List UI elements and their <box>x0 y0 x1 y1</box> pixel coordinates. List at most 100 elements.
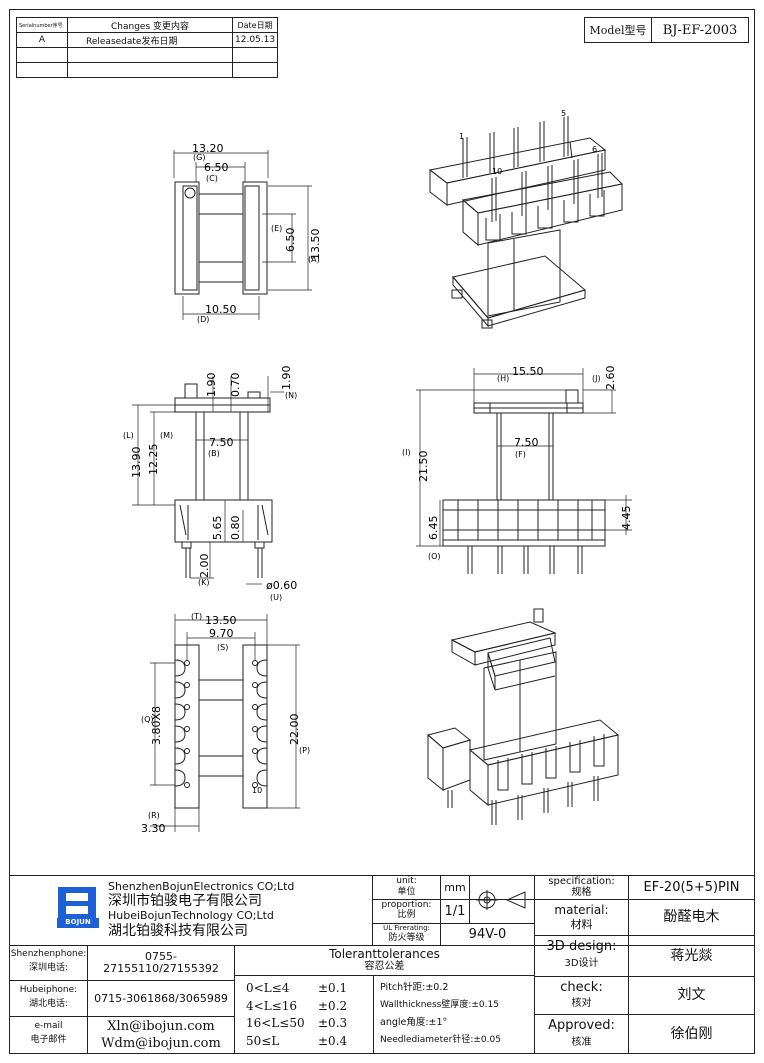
sz-phone-value: 0755-27155110/27155392 <box>103 950 219 975</box>
tol-wall: Wallthickness壁厚度:±0.15 <box>380 1000 499 1011</box>
side-dim-6: 7.50 <box>209 436 234 449</box>
iso-pin-1: 1 <box>459 132 464 141</box>
proportion-label: proportion: <box>381 900 432 911</box>
iso-pin-5: 5 <box>561 109 566 118</box>
check-label: check: <box>560 980 603 996</box>
rev-row-date <box>231 62 279 78</box>
bottom-letter-q: (Q) <box>141 715 154 724</box>
material-label: material: <box>554 902 609 917</box>
hb-phone-label-cn: 湖北电话: <box>28 999 69 1010</box>
sz-phone-label: Shenzhenphone: <box>10 949 87 960</box>
material-label-cn: 材料 <box>570 918 593 932</box>
tolerance-title: Toleranttolerances <box>329 946 440 961</box>
front-dim-6: 4.45 <box>620 506 633 531</box>
spec-value: EF-20(5+5)PIN <box>643 879 740 895</box>
side-dim-3: 1.90 <box>280 366 293 391</box>
front-letter-i: (I) <box>402 448 411 457</box>
email-label-cn: 电子邮件 <box>30 1035 67 1046</box>
side-letter-m: (M) <box>160 431 173 440</box>
top-dim-width-inner: 6.50 <box>204 161 229 174</box>
bottom-letter-t: (T) <box>191 612 202 621</box>
side-dim-7: 5.65 <box>211 516 224 541</box>
front-letter-o: (O) <box>428 552 441 561</box>
side-dim-9: 2.00 <box>198 554 211 579</box>
bottom-dim-2: 9.70 <box>209 627 234 640</box>
front-dim-2: 2.60 <box>604 366 617 391</box>
side-letter-l: (L) <box>123 431 134 440</box>
hb-phone-label: Hubeiphone: <box>19 985 78 996</box>
top-dim-base: 10.50 <box>205 303 237 316</box>
tol-pitch: Pitch针距:±0.2 <box>380 982 449 994</box>
isometric-view-top <box>428 116 624 329</box>
top-letter-g: (G) <box>193 153 205 162</box>
bottom-pin-10: 10 <box>252 786 262 795</box>
email-2[interactable]: Wdm@ibojun.com <box>101 1035 221 1051</box>
tol-value-4: ±0.4 <box>318 1033 348 1048</box>
approved-label: Approved: <box>548 1018 615 1034</box>
front-letter-j: (J) <box>592 374 601 383</box>
bottom-dim-5: 3.30 <box>141 822 166 835</box>
isometric-view-bottom <box>426 608 620 825</box>
model-label: Model型号 <box>585 18 652 42</box>
spec-label-cn: 规格 <box>571 886 592 898</box>
unit-label-cn: 单位 <box>397 887 416 898</box>
email-label: e-mail <box>34 1021 63 1032</box>
check-value: 刘文 <box>677 987 706 1004</box>
bottom-view <box>150 614 300 832</box>
tol-value-3: ±0.3 <box>318 1015 348 1030</box>
tolerance-title-cn: 容忍公差 <box>364 961 405 973</box>
fire-label: UL Firerating: <box>383 924 430 933</box>
unit-value: mm <box>444 880 466 894</box>
side-dim-8: 0.80 <box>229 516 242 541</box>
front-view <box>416 368 632 574</box>
front-dim-1: 15.50 <box>512 365 544 378</box>
model-box: Model型号 BJ-EF-2003 <box>584 17 749 43</box>
material-value: 酚醛电木 <box>663 909 720 926</box>
spec-label: specification: <box>548 875 615 887</box>
front-dim-3: 21.50 <box>417 451 430 483</box>
fire-label-cn: 防火等级 <box>388 933 425 944</box>
company-en-1: ShenzhenBojunElectronics CO;Ltd <box>108 880 295 894</box>
side-letter-k: (K) <box>198 578 210 587</box>
front-letter-f: (F) <box>515 450 526 459</box>
design-label: 3D design: <box>546 939 617 955</box>
front-letter-h: (H) <box>497 374 509 383</box>
bottom-dim-1: 13.50 <box>205 614 237 627</box>
bottom-dim-4: 22.00 <box>288 714 301 746</box>
tol-range-3: 16<L≤50 <box>246 1015 305 1030</box>
tol-value-1: ±0.1 <box>318 980 348 995</box>
tol-value-2: ±0.2 <box>318 998 348 1013</box>
design-value: 蒋光燚 <box>670 947 713 964</box>
top-dim-height-inner: 6.50 <box>284 228 297 253</box>
proportion-label-cn: 比例 <box>397 910 416 921</box>
company-en-2: HubeiBojunTechnology CO;Ltd <box>108 909 274 923</box>
top-letter-d: (D) <box>197 315 209 324</box>
revision-table: Serialnumber序号 Changes 变更内容 Date日期 A Rel… <box>16 17 279 78</box>
check-label-cn: 核对 <box>571 997 592 1009</box>
approved-label-cn: 核准 <box>571 1036 592 1048</box>
top-view <box>173 150 312 320</box>
design-label-cn: 3D设计 <box>564 957 599 969</box>
side-letter-n: (N) <box>285 391 297 400</box>
company-cn-2: 湖北铂骏科技有限公司 <box>108 922 248 939</box>
bottom-letter-p: (P) <box>299 746 310 755</box>
company-cn-1: 深圳市铂骏电子有限公司 <box>108 892 262 909</box>
unit-label: unit: <box>396 876 417 887</box>
email-1[interactable]: Xln@ibojun.com <box>107 1018 215 1034</box>
logo-text: BOJUN <box>65 918 91 927</box>
proportion-value: 1/1 <box>444 903 466 919</box>
sz-phone-label-cn: 深圳电话: <box>28 963 69 974</box>
model-value: BJ-EF-2003 <box>662 22 738 38</box>
side-letter-b: (B) <box>208 449 220 458</box>
side-dim-1: 1.90 <box>205 373 218 398</box>
top-letter-e: (E) <box>271 224 282 233</box>
top-dim-width-total: 13.20 <box>192 142 224 155</box>
front-dim-5: 6.45 <box>427 516 440 541</box>
bojun-logo <box>57 887 99 928</box>
iso-pin-10: 10 <box>492 167 502 176</box>
tol-range-1: 0<L≤4 <box>246 980 290 995</box>
side-dim-10: ø0.60 <box>266 579 297 592</box>
hb-phone-value: 0715-3061868/3065989 <box>94 991 228 1005</box>
